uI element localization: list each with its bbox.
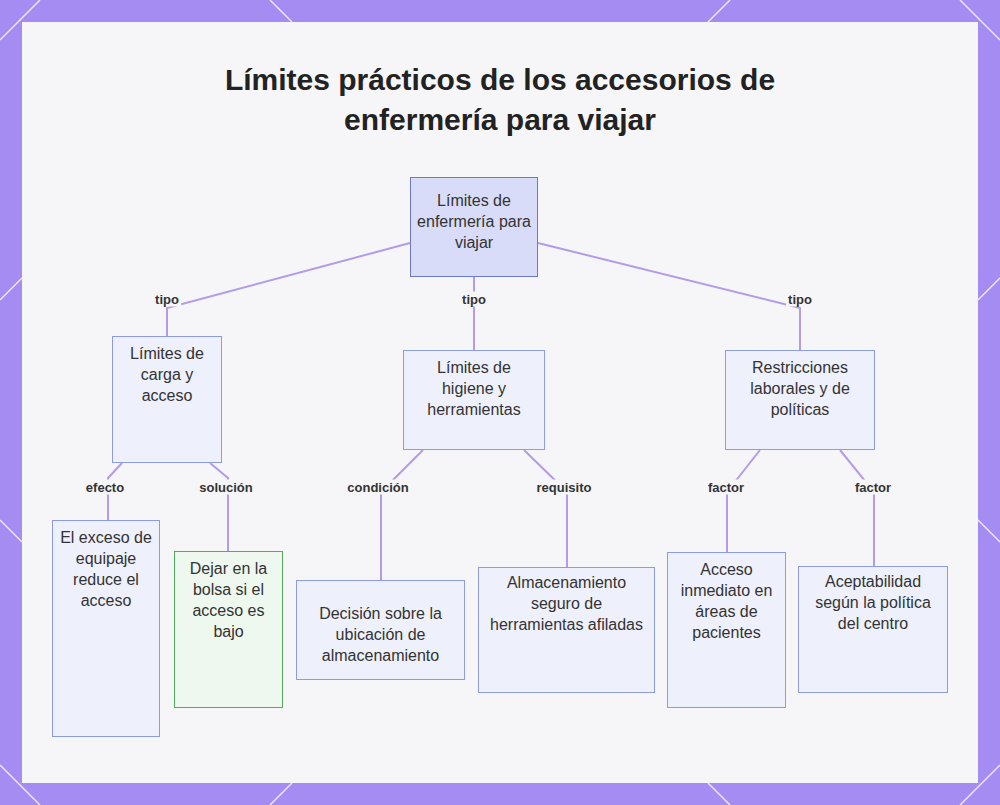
concept-box: Límites de higiene y herramientas — [403, 350, 545, 450]
edge-label: factor — [706, 480, 746, 495]
edge-label: efecto — [84, 480, 126, 495]
edge-label: tipo — [153, 292, 181, 307]
node-text: El exceso de equipaje reduce el acceso — [59, 527, 153, 611]
node-text: Límites de higiene y herramientas — [410, 357, 538, 420]
edge-label: tipo — [460, 292, 488, 307]
connector-line — [381, 450, 423, 580]
connector-line — [210, 463, 228, 551]
node-text: Decisión sobre la ubicación de almacenam… — [303, 603, 458, 666]
edge-label: requisito — [535, 480, 594, 495]
edge-label: solución — [197, 480, 254, 495]
concept-box: Límites de carga y acceso — [112, 336, 222, 463]
edge-label: condición — [345, 480, 410, 495]
concept-box: El exceso de equipaje reduce el acceso — [52, 520, 160, 737]
node-text: Aceptabilidad según la política del cent… — [805, 571, 941, 634]
connector-line — [524, 450, 567, 567]
node-text: Restricciones laborales y de políticas — [732, 357, 868, 420]
node-text: Límites de carga y acceso — [119, 343, 215, 406]
node-text: Almacenamiento seguro de herramientas af… — [485, 572, 648, 635]
node-text: Límites de enfermería para viajar — [417, 190, 531, 253]
concept-box: Restricciones laborales y de políticas — [725, 350, 875, 450]
connector-line — [167, 243, 410, 336]
node-text: Acceso inmediato en áreas de pacientes — [674, 559, 779, 643]
connector-line — [840, 450, 874, 566]
edge-label: tipo — [786, 292, 814, 307]
concept-box: Almacenamiento seguro de herramientas af… — [478, 567, 655, 693]
root-box: Límites de enfermería para viajar — [410, 177, 538, 277]
node-text: Dejar en la bolsa si el acceso es bajo — [181, 558, 276, 642]
concept-box: Acceso inmediato en áreas de pacientes — [667, 552, 786, 708]
diagram-title: Límites prácticos de los accesorios de e… — [200, 60, 800, 140]
connector-line — [473, 277, 475, 350]
concept-box: Dejar en la bolsa si el acceso es bajo — [174, 551, 283, 708]
edge-label: factor — [853, 480, 893, 495]
connector-line — [538, 243, 800, 350]
concept-box: Decisión sobre la ubicación de almacenam… — [296, 580, 465, 680]
connector-line — [727, 450, 760, 552]
concept-box: Aceptabilidad según la política del cent… — [798, 566, 948, 693]
